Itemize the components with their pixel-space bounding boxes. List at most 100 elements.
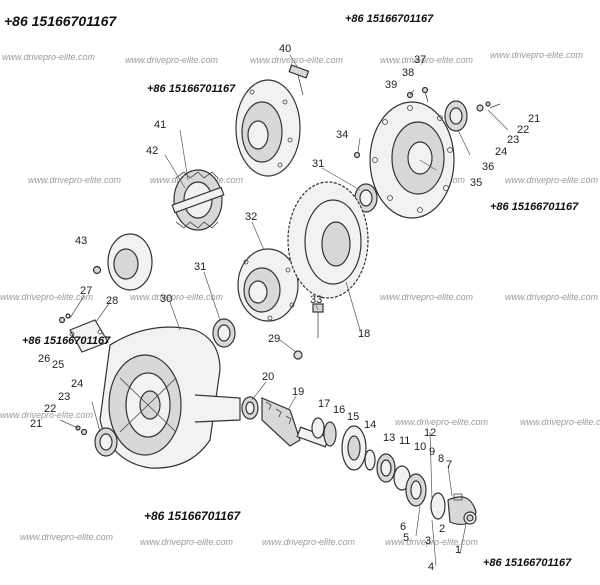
watermark: www.drivepro-elite.com (0, 410, 94, 420)
part-label-4: 4 (428, 561, 434, 573)
watermark: www.drivepro-elite.com (0, 292, 94, 302)
part-label-34: 34 (336, 129, 348, 141)
parts-drawing (58, 64, 501, 525)
bolt-33 (312, 303, 324, 338)
part-label-35: 35 (470, 177, 482, 189)
part-label-13: 13 (383, 432, 395, 444)
watermark: www.drivepro-elite.com (385, 537, 479, 547)
part-label-22-right: 22 (517, 124, 529, 136)
bearing-20 (241, 396, 259, 420)
part-label-24-right: 24 (495, 146, 507, 158)
part-label-32: 32 (245, 211, 257, 223)
part-label-43: 43 (75, 235, 87, 247)
watermark: www.drivepro-elite.com (395, 417, 489, 427)
part-label-15: 15 (347, 411, 359, 423)
part-label-1: 1 (455, 544, 461, 556)
watermark: www.drivepro-elite.com (505, 292, 599, 302)
part-label-5: 5 (403, 532, 409, 544)
phone-number: +86 15166701167 (147, 83, 236, 95)
part-label-3: 3 (425, 535, 431, 547)
plate-28 (69, 319, 109, 353)
stack-9-13 (376, 453, 427, 507)
watermark: www.drivepro-elite.com (520, 417, 600, 427)
small-parts-21-24 (476, 101, 501, 112)
part-label-39: 39 (385, 79, 397, 91)
watermark: www.drivepro-elite.com (2, 52, 96, 62)
watermark: www.drivepro-elite.com (20, 532, 114, 542)
watermark: www.drivepro-elite.com (380, 292, 474, 302)
part-label-24-left: 24 (71, 378, 83, 390)
watermark: www.drivepro-elite.com (262, 537, 356, 547)
watermark: www.drivepro-elite.com (140, 537, 234, 547)
part-labels: 1 2 3 4 5 6 7 8 9 10 11 12 13 14 15 16 1… (30, 43, 540, 573)
part-label-11: 11 (399, 435, 410, 447)
part-label-23-left: 23 (58, 391, 70, 403)
part-label-29: 29 (268, 333, 280, 345)
part-label-18: 18 (358, 328, 370, 340)
part-label-6: 6 (400, 521, 406, 533)
phone-number: +86 15166701167 (490, 201, 579, 213)
watermark: www.drivepro-elite.com (130, 292, 224, 302)
part-label-37: 37 (414, 54, 426, 66)
part-label-31-left: 31 (194, 261, 206, 273)
part-label-21-right: 21 (528, 113, 540, 125)
small-parts-25-27 (58, 313, 71, 324)
watermark: www.drivepro-elite.com (28, 175, 122, 185)
watermark: www.drivepro-elite.com (505, 175, 599, 185)
part-label-10: 10 (414, 441, 426, 453)
part-label-28: 28 (106, 295, 118, 307)
part-label-25: 25 (52, 359, 64, 371)
phone-overlays: +86 15166701167 +86 15166701167 +86 1516… (4, 13, 579, 569)
spider-gear-assembly (171, 169, 225, 231)
bearing-carrier-32 (237, 248, 299, 322)
part-label-20: 20 (262, 371, 274, 383)
cover-flange-35 (369, 101, 455, 219)
part-label-33: 33 (310, 294, 322, 306)
phone-number: +86 15166701167 (144, 509, 242, 523)
part-label-40: 40 (279, 43, 291, 55)
seal-36 (444, 100, 468, 132)
small-parts-37-39 (353, 86, 429, 159)
part-label-23-right: 23 (507, 134, 519, 146)
axle-housing-30 (99, 326, 241, 469)
diff-case-half-lower (92, 233, 153, 291)
part-label-26: 26 (38, 353, 50, 365)
watermark: www.drivepro-elite.com (380, 55, 474, 65)
bearing-31-left (212, 318, 236, 348)
part-label-22-left: 22 (44, 403, 56, 415)
bolt-40 (288, 64, 310, 96)
part-label-27: 27 (80, 285, 92, 297)
watermark: www.drivepro-elite.com (490, 50, 584, 60)
phone-number: +86 15166701167 (345, 13, 434, 25)
phone-number: +86 15166701167 (483, 557, 572, 569)
part-label-9: 9 (429, 446, 435, 458)
part-label-38: 38 (402, 67, 414, 79)
part-label-16: 16 (333, 404, 345, 416)
part-label-7: 7 (446, 459, 452, 471)
watermark: www.drivepro-elite.com (250, 55, 344, 65)
rings-14-17 (311, 417, 376, 471)
part-label-2: 2 (439, 523, 445, 535)
phone-number: +86 15166701167 (22, 335, 111, 347)
phone-number: +86 15166701167 (4, 13, 117, 29)
part-label-36: 36 (482, 161, 494, 173)
part-label-30: 30 (160, 293, 172, 305)
yoke-1-8 (430, 492, 477, 525)
left-end-21-24 (75, 425, 118, 457)
part-label-19: 19 (292, 386, 304, 398)
part-label-41: 41 (154, 119, 166, 131)
part-label-12: 12 (424, 427, 436, 439)
part-label-42: 42 (146, 145, 158, 157)
nut-29 (293, 350, 303, 360)
part-label-21-left: 21 (30, 418, 42, 430)
part-label-31-right: 31 (312, 158, 324, 170)
part-label-8: 8 (438, 453, 444, 465)
part-label-14: 14 (364, 419, 376, 431)
leader-lines (59, 54, 509, 567)
diff-case-half-upper (235, 79, 301, 177)
ring-gear-18 (287, 181, 369, 299)
bearing-31-right (354, 183, 378, 213)
part-label-17: 17 (318, 398, 330, 410)
